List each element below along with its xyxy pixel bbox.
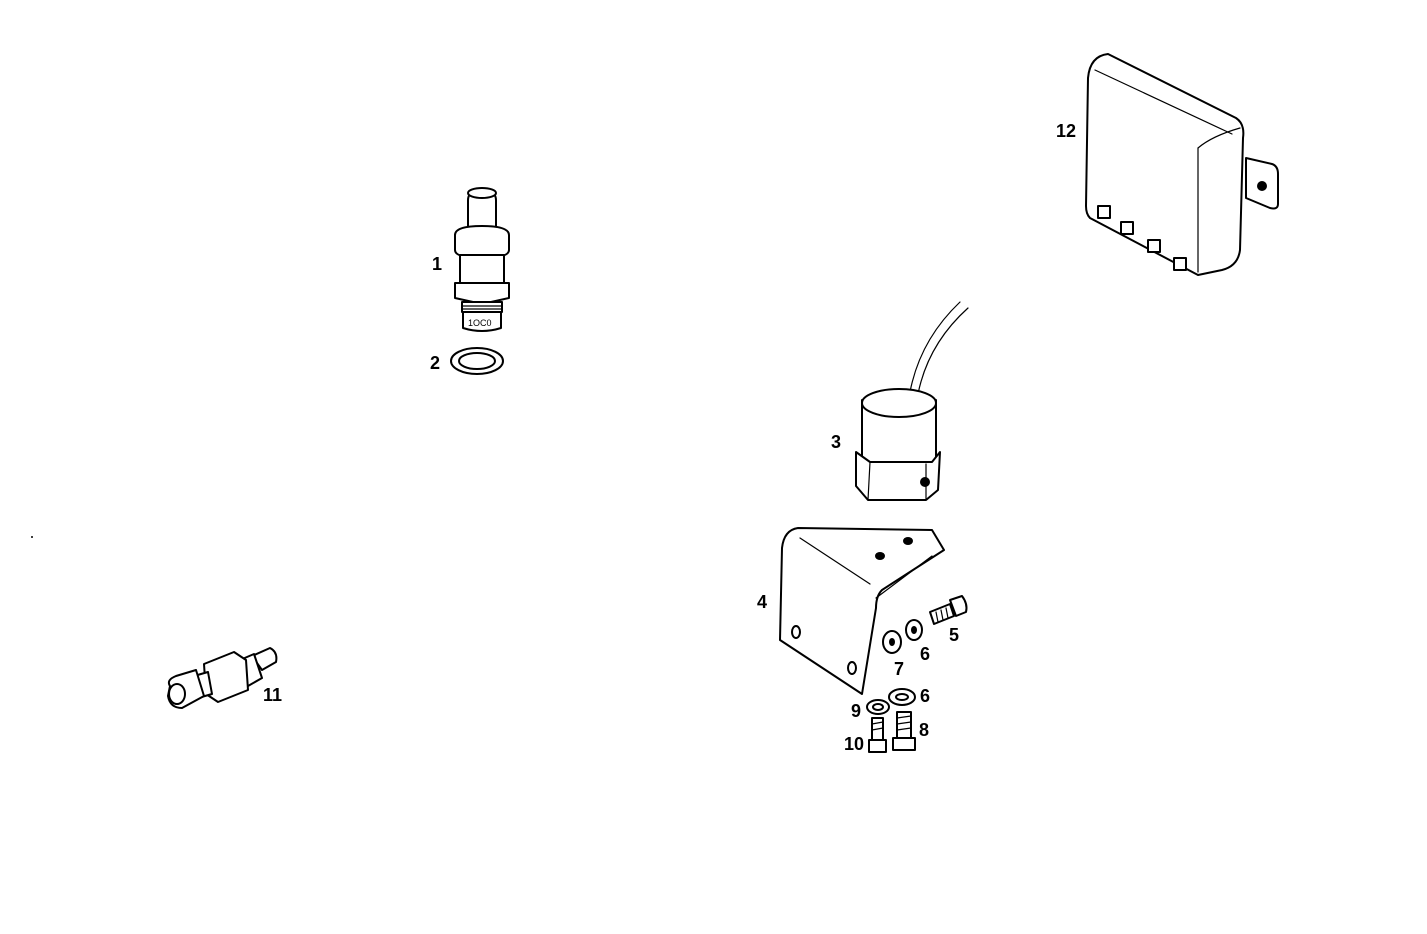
callout-5: 5: [949, 625, 960, 645]
callout-7: 7: [894, 659, 905, 679]
part-6-washer-lower: [888, 688, 916, 706]
callout-2: 2: [430, 353, 441, 373]
callout-11: 11: [263, 685, 283, 705]
part-3-hex-sensor: [855, 301, 969, 501]
part-11-temp-sender: [167, 647, 278, 709]
part-4-bracket: [779, 527, 945, 695]
part-10-bolt: [868, 717, 887, 753]
callout-8: 8: [919, 720, 930, 740]
callout-1: 1: [432, 254, 443, 274]
part-7-spring-washer: [882, 630, 902, 654]
callout-3: 3: [831, 432, 842, 452]
part-6-washer: [905, 619, 923, 641]
stray-dot: [31, 536, 33, 538]
callout-6-lower: 6: [920, 686, 931, 706]
svg-text:1OC0: 1OC0: [468, 318, 492, 328]
part-8-bolt: [892, 711, 916, 751]
callout-10: 10: [844, 734, 865, 754]
part-1-sensor: 1OC0: [454, 187, 510, 332]
callout-4: 4: [757, 592, 768, 612]
callout-9: 9: [851, 701, 862, 721]
part-5-bolt: [929, 595, 968, 625]
part-2-sealing-ring: [450, 347, 504, 375]
callout-6: 6: [920, 644, 931, 664]
callout-12: 12: [1056, 121, 1077, 141]
part-9-washer: [866, 699, 890, 715]
part-12-relay: [1085, 53, 1279, 276]
